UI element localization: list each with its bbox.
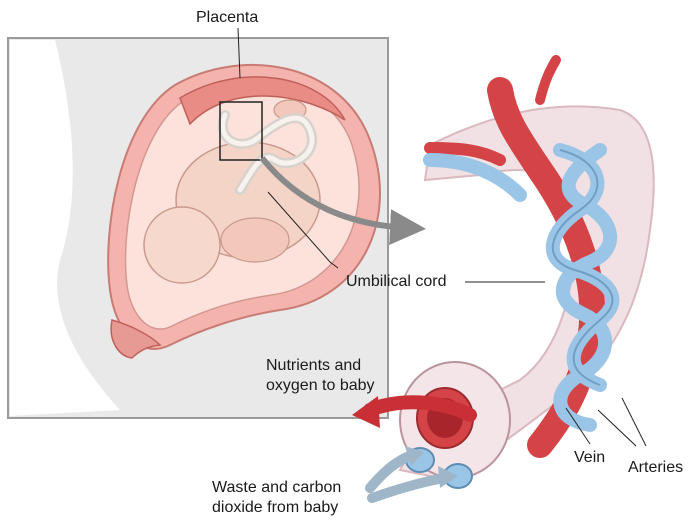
- waste-label: Waste and carbon dioxide from baby: [212, 478, 341, 518]
- nutrients-label-line-2: oxygen to baby: [266, 377, 375, 394]
- body-background: [10, 40, 120, 416]
- waste-arrows: [365, 446, 458, 503]
- placenta-label: Placenta: [196, 9, 259, 26]
- fetus: [143, 99, 321, 284]
- nutrients-arrow: [363, 395, 477, 422]
- waste-label-line-1: Waste and carbon: [212, 479, 342, 496]
- arteries-label: Arteries: [628, 459, 684, 476]
- vein-label: Vein: [574, 449, 606, 466]
- vein-pointer: [565, 407, 591, 445]
- placenta-pointer: [237, 27, 241, 79]
- arteries-pointer-2: [621, 397, 647, 447]
- enlarged-cord: [398, 55, 655, 489]
- umbilical-cord-label: Umbilical cord: [346, 273, 447, 290]
- nutrients-label: Nutrients and oxygen to baby: [266, 356, 375, 396]
- zoom-arrow: [259, 156, 426, 246]
- zoom-box: [219, 101, 263, 161]
- waste-label-line-2: dioxide from baby: [212, 499, 339, 516]
- nutrients-label-line-1: Nutrients and: [266, 357, 362, 374]
- cord-cross-section: [399, 361, 511, 489]
- cord-pointer-left: [267, 191, 339, 269]
- arteries-pointer-1: [597, 409, 637, 447]
